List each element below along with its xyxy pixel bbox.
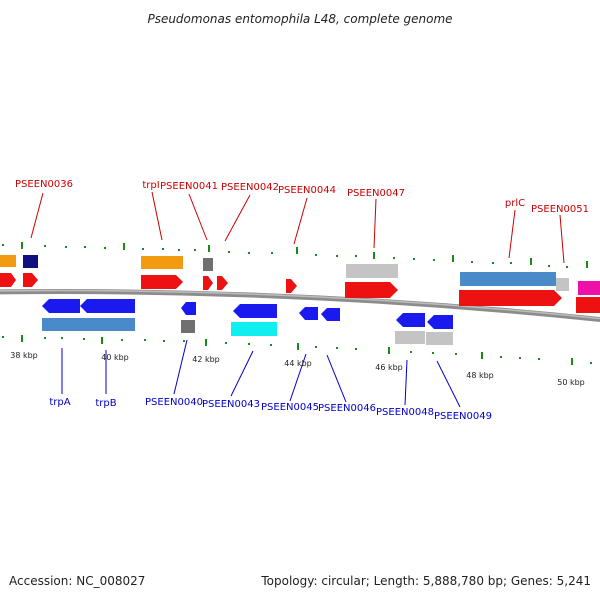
gene-arrow: [286, 279, 297, 293]
gene-arrow: [217, 276, 228, 290]
gene-arrow: [576, 297, 600, 313]
cyan-feature-0043: [231, 322, 277, 336]
scale-label: 50 kbp: [557, 378, 585, 387]
dark-grey-feature: [203, 258, 213, 271]
gene-label-trpA: trpA: [49, 397, 70, 408]
gene-label-pseen0051: PSEEN0051: [531, 204, 589, 215]
steel-feature-prlC: [460, 272, 556, 286]
orange-feature-trpI: [141, 256, 183, 269]
scale-label: 38 kbp: [10, 351, 38, 360]
gene-arrow: [141, 275, 183, 289]
gene-arrow: [459, 290, 562, 306]
gene-label-pseen0045: PSEEN0045: [261, 402, 319, 413]
genome-info-text: Topology: circular; Length: 5,888,780 bp…: [260, 574, 591, 588]
orange-feature-left: [0, 255, 16, 267]
gene-arrow: [299, 307, 318, 320]
label-leaders-top: [30, 191, 565, 264]
gene-arrow: [42, 299, 80, 313]
forward-feature-row: [0, 255, 600, 295]
gene-label-pseen0043: PSEEN0043: [202, 399, 260, 410]
gene-arrow: [345, 282, 398, 298]
gene-arrow: [396, 313, 425, 327]
scale-label: 46 kbp: [375, 363, 403, 372]
gene-label-pseen0046: PSEEN0046: [318, 403, 376, 414]
gene-arrow: [23, 273, 38, 287]
scale-label: 42 kbp: [192, 355, 220, 364]
accession-text: Accession: NC_008027: [9, 574, 145, 588]
inner-scale-ticks: [2, 335, 592, 365]
dark-grey-feature-0040: [181, 320, 195, 333]
gene-label-pseen0041: PSEEN0041: [160, 181, 218, 192]
scale-label: 40 kbp: [101, 353, 129, 362]
gene-arrow: [233, 304, 277, 318]
gene-arrow: [427, 315, 453, 329]
gene-label-pseen0042: PSEEN0042: [221, 182, 279, 193]
genome-backbone-highlight: [0, 289, 600, 320]
grey-feature-0051: [556, 278, 569, 291]
gene-label-pseen0049: PSEEN0049: [434, 411, 492, 422]
gene-arrow: [181, 302, 196, 315]
reverse-feature-row: [42, 318, 453, 345]
navy-feature: [23, 255, 38, 268]
grey-feature-0047: [346, 264, 398, 278]
steel-feature-trpB: [80, 318, 135, 331]
grey-feature-0049: [426, 332, 453, 345]
gene-arrow: [80, 299, 135, 313]
gene-label-prlC: prlC: [505, 198, 525, 209]
gene-arrow: [203, 276, 213, 290]
gene-label-trpB: trpB: [95, 398, 116, 409]
gene-label-pseen0048: PSEEN0048: [376, 407, 434, 418]
scale-label: 44 kbp: [284, 359, 312, 368]
grey-feature-0048: [395, 331, 425, 344]
scale-labels: 38 kbp 40 kbp 42 kbp 44 kbp 46 kbp 48 kb…: [10, 351, 585, 387]
outer-scale-ticks: [2, 242, 588, 268]
genome-backbone: [0, 289, 600, 322]
gene-label-pseen0044: PSEEN0044: [278, 185, 336, 196]
scale-label: 48 kbp: [466, 371, 494, 380]
magenta-feature: [578, 281, 600, 295]
gene-label-pseen0047: PSEEN0047: [347, 188, 405, 199]
reverse-gene-row: [42, 299, 453, 329]
forward-gene-row: [0, 273, 600, 313]
gene-label-trpI: trpI: [142, 180, 159, 191]
bottom-gene-labels: trpA trpB PSEEN0040 PSEEN0043 PSEEN0045 …: [49, 397, 492, 422]
gene-arrow: [0, 273, 16, 287]
top-gene-labels: PSEEN0036 trpI PSEEN0041 PSEEN0042 PSEEN…: [15, 179, 589, 215]
map-title: Pseudomonas entomophila L48, complete ge…: [147, 12, 452, 26]
gene-arrow: [321, 308, 340, 321]
label-leaders-bottom: [61, 339, 461, 408]
gene-label-pseen0040: PSEEN0040: [145, 397, 203, 408]
steel-feature-trpA: [42, 318, 80, 331]
gene-label-pseen0036: PSEEN0036: [15, 179, 73, 190]
